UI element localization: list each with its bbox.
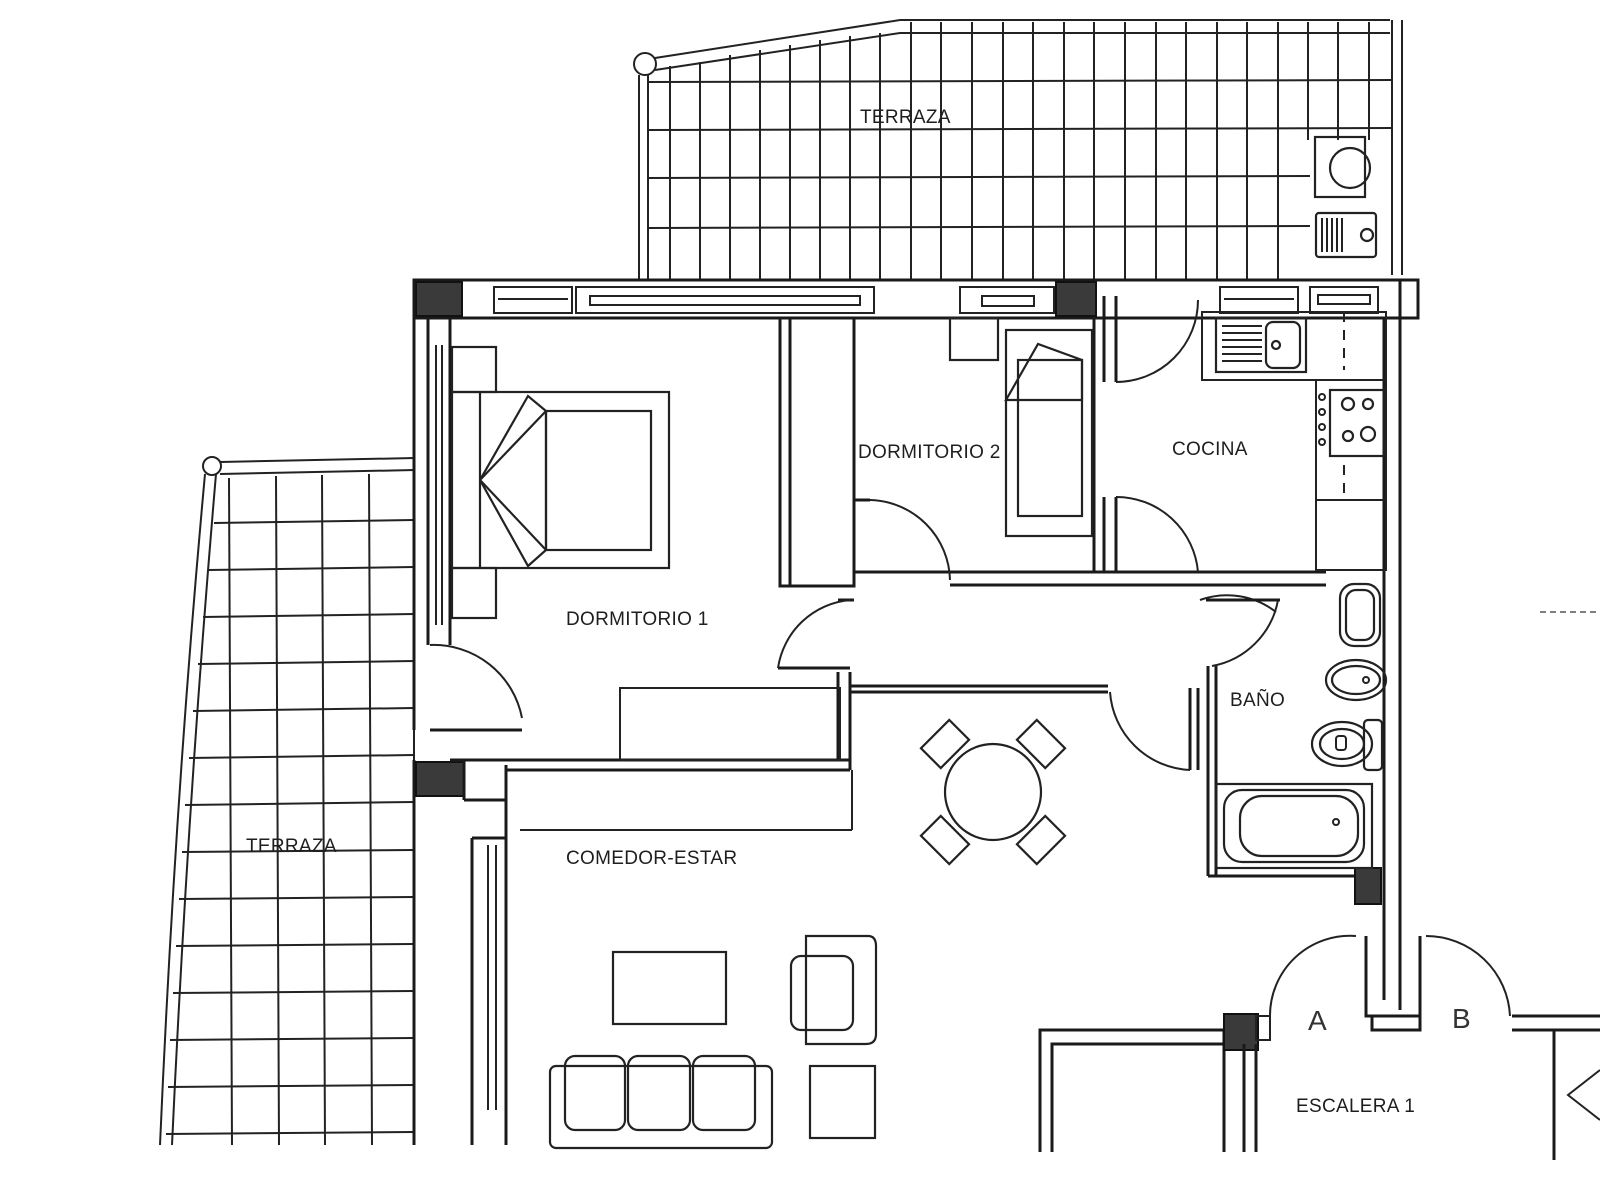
room-bano: BAÑO	[1214, 582, 1388, 870]
cooktop-icon	[1318, 388, 1386, 458]
bathtub-icon	[1214, 782, 1374, 870]
room-label-cocina: COCINA	[1172, 439, 1248, 460]
room-label-comedor-estar: COMEDOR-ESTAR	[566, 848, 737, 869]
room-label-bano: BAÑO	[1230, 689, 1285, 711]
side-table-icon	[808, 1064, 877, 1140]
room-label-dormitorio-1: DORMITORIO 1	[566, 609, 709, 630]
room-label-terraza-top: TERRAZA	[860, 107, 951, 128]
sofa-icon	[548, 1054, 774, 1150]
dining-table-icon	[919, 718, 1067, 866]
room-label-terraza-left: TERRAZA	[246, 836, 337, 857]
room-dormitorio-1: DORMITORIO 1	[429, 345, 709, 732]
room-dormitorio-2: DORMITORIO 2	[858, 316, 1094, 538]
kitchen-sink-icon	[1214, 316, 1308, 374]
terrace-top: TERRAZA	[633, 19, 1403, 280]
single-bed-icon	[948, 316, 1094, 538]
armchair-icon	[789, 934, 878, 1046]
utility-sink-icon	[1314, 211, 1378, 259]
exterior-walls	[412, 278, 1420, 1145]
room-cocina: COCINA	[1172, 311, 1387, 571]
staircase-landing: A B ESCALERA 1	[1038, 934, 1600, 1160]
washing-machine-icon	[1313, 135, 1372, 199]
room-label-escalera: ESCALERA 1	[1296, 1096, 1415, 1117]
bidet-icon	[1324, 658, 1388, 702]
room-comedor-estar: COMEDOR-ESTAR	[548, 718, 1067, 1150]
door-label-b: B	[1452, 1003, 1471, 1034]
toilet-icon	[1310, 718, 1384, 772]
coffee-table-icon	[611, 950, 728, 1026]
interior-walls	[450, 296, 1382, 905]
double-bed-icon	[450, 345, 671, 620]
room-label-dormitorio-2: DORMITORIO 2	[858, 442, 1001, 463]
door-label-a: A	[1308, 1005, 1327, 1036]
washbasin-icon	[1338, 582, 1382, 648]
terrace-left: TERRAZA	[159, 456, 416, 1146]
